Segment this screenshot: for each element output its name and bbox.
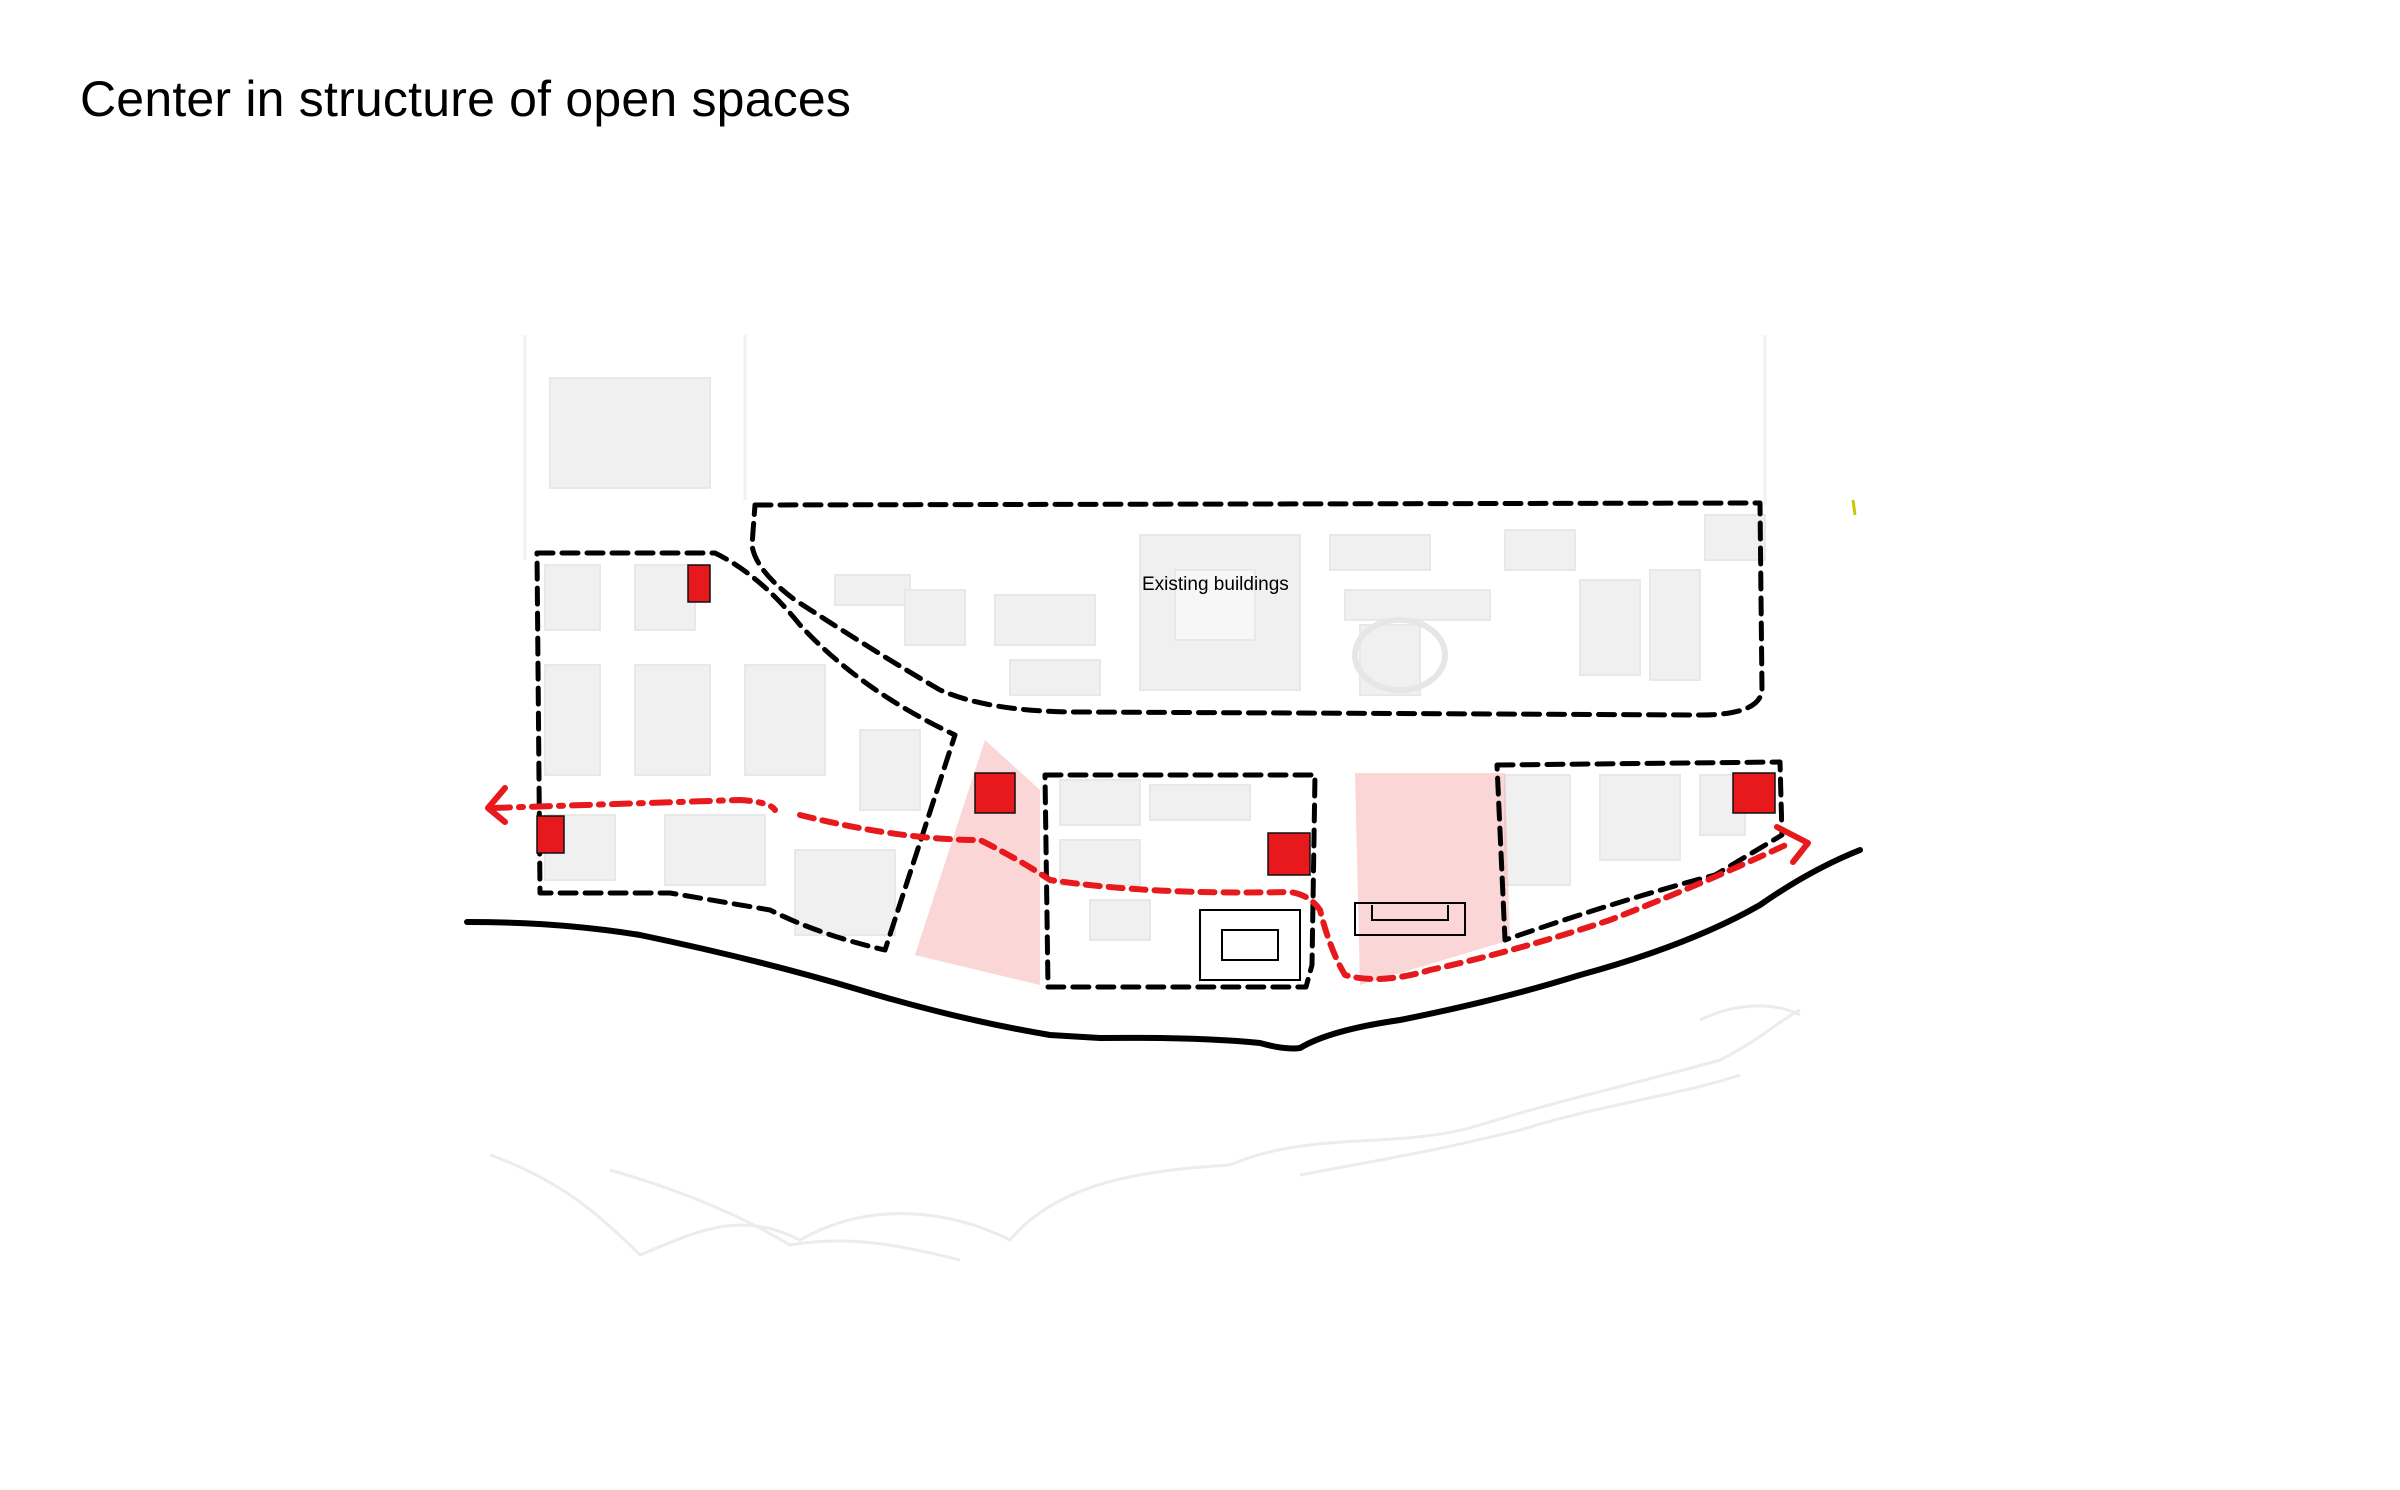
shoreline-path xyxy=(1299,1073,1741,1177)
open-space-route xyxy=(485,785,1811,982)
background-block xyxy=(1059,839,1141,886)
boundary-existing-buildings xyxy=(749,500,1765,718)
background-block xyxy=(1579,579,1641,676)
background-block xyxy=(1149,784,1251,821)
center-marker-east xyxy=(1732,772,1776,814)
center-marker-northwest xyxy=(687,564,711,603)
u-shaped-building-courtyard xyxy=(1371,905,1449,921)
stray-mark xyxy=(1851,499,1857,516)
center-marker-west xyxy=(536,815,565,854)
shoreline-outline xyxy=(489,1004,1801,1262)
background-block xyxy=(1174,569,1256,641)
boundary-west-district xyxy=(534,550,958,953)
stadium-inner-outline xyxy=(1221,929,1279,961)
promenade-buildings xyxy=(1199,902,1466,981)
background-road-line xyxy=(523,335,1767,560)
center-marker-gateway xyxy=(974,772,1016,814)
center-markers xyxy=(536,564,1776,876)
background-block xyxy=(859,729,921,811)
background-block xyxy=(1344,589,1491,621)
background-block xyxy=(1009,659,1101,696)
route-main-segment xyxy=(797,812,1793,982)
background-block xyxy=(904,589,966,646)
background-block xyxy=(744,664,826,776)
background-sports-track xyxy=(1352,617,1448,693)
background-block xyxy=(1059,779,1141,826)
background-block xyxy=(1599,774,1681,861)
shoreline-path xyxy=(1699,1004,1801,1022)
route-west-segment xyxy=(489,797,778,813)
background-block xyxy=(1359,624,1421,696)
waterfront-edge xyxy=(464,847,1863,1052)
background-block xyxy=(544,564,601,631)
background-block xyxy=(794,849,896,936)
background-block xyxy=(1649,569,1701,681)
background-block xyxy=(1504,774,1571,886)
background-block xyxy=(1504,529,1576,571)
shoreline-path xyxy=(489,1008,1801,1257)
route-end-arrowhead xyxy=(1774,824,1811,865)
existing-buildings-label: Existing buildings xyxy=(1142,574,1289,595)
route-start-arrowhead xyxy=(485,785,508,825)
background-block xyxy=(1329,534,1431,571)
background-block xyxy=(634,664,711,776)
background-urban-fabric xyxy=(523,335,1767,941)
open-space-zone-center xyxy=(1355,773,1510,985)
page-title: Center in structure of open spaces xyxy=(80,71,852,127)
background-block xyxy=(1704,514,1766,561)
stadium-outline xyxy=(1199,909,1301,981)
u-shaped-building-outline xyxy=(1354,902,1466,936)
background-block xyxy=(634,564,696,631)
background-block xyxy=(994,594,1096,646)
background-block xyxy=(549,377,711,489)
background-block xyxy=(544,664,601,776)
center-marker-central xyxy=(1267,832,1311,876)
shoreline-path xyxy=(609,1168,961,1262)
background-block xyxy=(1089,899,1151,941)
background-block xyxy=(664,814,766,886)
boundary-central-district xyxy=(1042,772,1318,990)
background-block xyxy=(834,574,911,606)
